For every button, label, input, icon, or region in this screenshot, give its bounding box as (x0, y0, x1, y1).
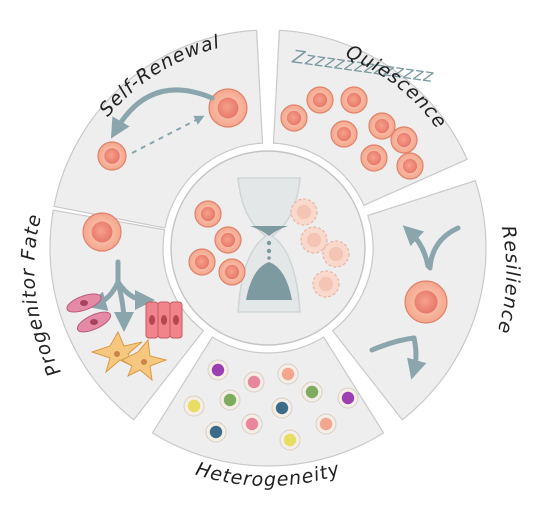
resilience-bottom-arrow-icon (369, 335, 417, 353)
self-renewal-curved-arrow-icon (110, 87, 215, 139)
heterogeneous-cell (207, 359, 229, 381)
quiescent-cell (368, 112, 396, 140)
heterogeneous-cell (315, 413, 337, 435)
heterogeneous-cell (243, 371, 265, 393)
fading-cell (290, 198, 318, 226)
self-renewal-dashed-arrow-icon (131, 115, 205, 154)
resilience-label: Resilience (493, 224, 524, 337)
heterogeneous-cell (271, 397, 293, 419)
progenitor-right-arrow-icon (115, 279, 155, 310)
epithelial-cells-icon (145, 301, 183, 339)
heterogeneous-cell (337, 387, 359, 409)
quiescent-cell (306, 86, 334, 114)
self-renewal-sector (53, 29, 264, 229)
fading-cell (312, 270, 340, 298)
quiescent-cell (330, 120, 358, 148)
self-renewal-large-cell (208, 88, 248, 128)
fading-cell (322, 240, 350, 268)
active-cell (218, 258, 246, 286)
quiescent-cell (396, 152, 424, 180)
quiescent-cell (280, 104, 308, 132)
heterogeneous-cell (277, 363, 299, 385)
hourglass-icon (237, 177, 301, 313)
progenitor-stem-cell (82, 212, 122, 252)
neuron-cells-icon (90, 330, 168, 382)
heterogeneous-cell (205, 421, 227, 443)
heterogeneous-cell (241, 413, 263, 435)
heterogeneous-cell (183, 395, 205, 417)
resilience-cell (404, 280, 448, 324)
resilience-top-arrow-icon (427, 225, 461, 271)
resilience-top-branch-icon (402, 225, 431, 269)
quiescent-cell (390, 126, 418, 154)
resilience-bottom-branch-icon (407, 335, 427, 380)
heterogeneous-cell (219, 389, 241, 411)
self-renewal-small-cell (97, 141, 127, 171)
cell-group (82, 86, 448, 451)
active-cell (194, 200, 222, 228)
heterogeneous-cell (301, 381, 323, 403)
quiescent-cell (360, 144, 388, 172)
active-cell (188, 248, 216, 276)
quiescent-cell (340, 86, 368, 114)
active-cell (214, 226, 242, 254)
heterogeneous-cell (279, 429, 301, 451)
fibroblast-cells-icon (66, 293, 112, 333)
fading-cell (300, 226, 328, 254)
